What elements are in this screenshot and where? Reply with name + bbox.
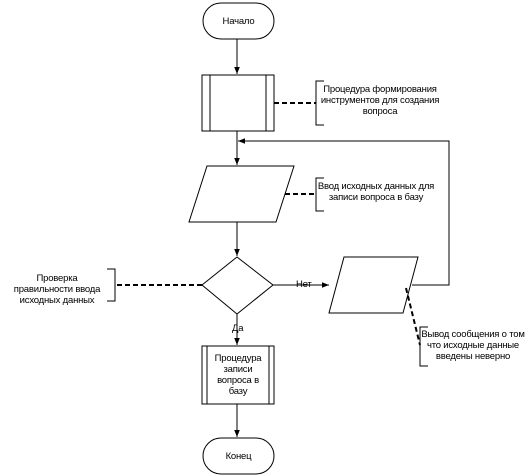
start-label: Начало [222,15,255,27]
end-label: Конец [225,450,252,462]
input-data-parallelogram [188,165,295,223]
edge-no-label: Нет [296,279,312,290]
annotation-error-output-text: Вывод сообщения о том что исходные данны… [421,329,525,362]
end-terminator [202,437,275,475]
start-terminator [202,2,275,40]
edge-yes-label: Да [232,323,244,334]
annotation-input-data [285,177,324,212]
annotation-procedure-tools-text: Процедура формирования инструментов для … [320,84,440,117]
annotation-decision [107,268,202,302]
edge-error-loop-back [238,138,450,286]
procedure-tools-box [201,74,275,132]
procedure-save-label: Процедура записи вопроса в базу [214,353,262,397]
error-output-parallelogram [328,256,419,314]
decision-diamond [201,256,274,315]
annotation-procedure-tools [274,80,324,126]
annotation-decision-text: Проверка правильности ввода исходных дан… [13,273,101,306]
annotation-error-output [405,287,428,367]
annotation-input-data-text: Ввод исходных данных для записи вопроса … [317,181,435,203]
procedure-save-box [201,345,275,405]
